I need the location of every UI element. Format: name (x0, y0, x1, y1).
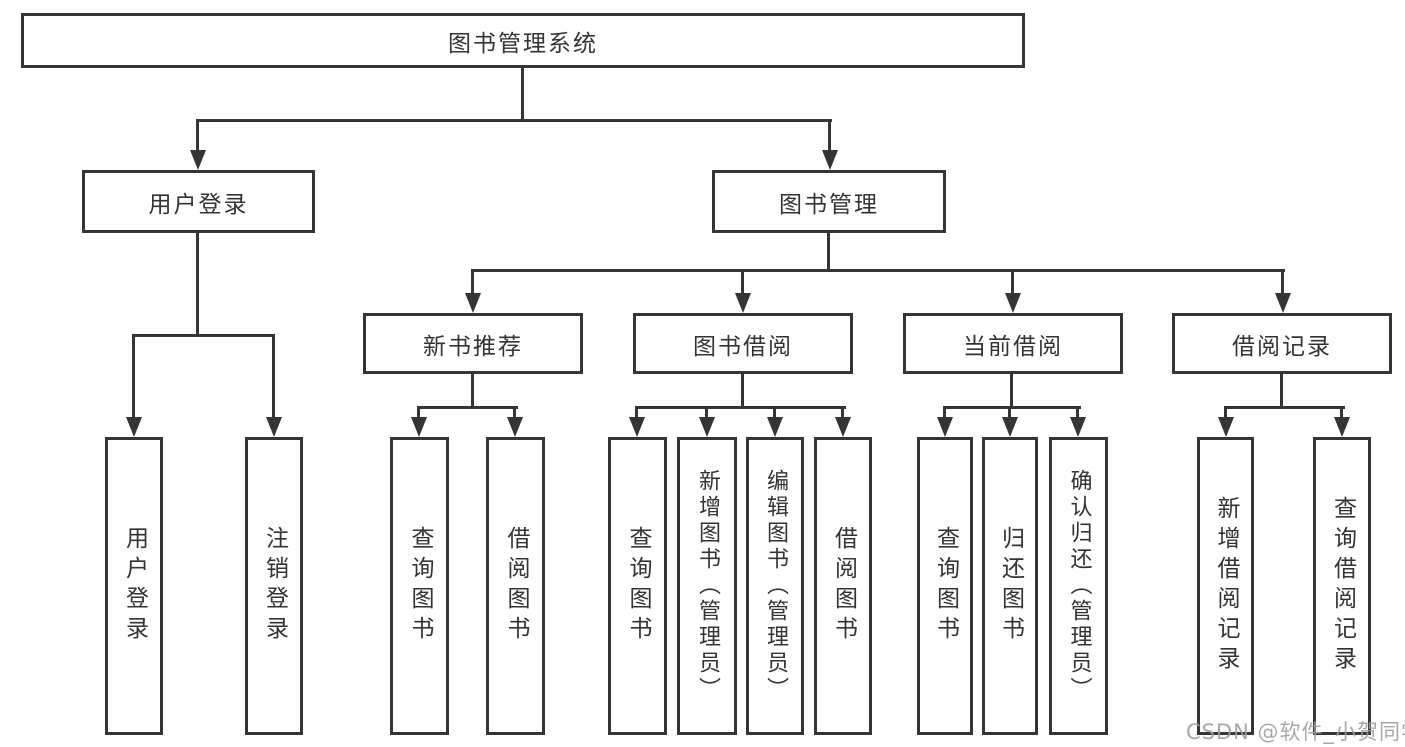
leaf-record-add: 新增借阅记录 (1197, 437, 1254, 735)
connector-hline (417, 406, 518, 409)
node-root-label: 图书管理系统 (448, 30, 598, 57)
leaf-logout-label: 注销登录 (261, 526, 288, 646)
connector-vline (828, 119, 831, 152)
connector-vline (132, 334, 135, 418)
connector-vline (741, 374, 744, 408)
connector-vline (1280, 374, 1283, 408)
node-user-login-branch-label: 用户登录 (148, 191, 249, 218)
connector-vline (1011, 269, 1014, 294)
connector-vline (635, 406, 638, 418)
node-current-borrow-label: 当前借阅 (963, 333, 1063, 360)
connector-vline (196, 233, 199, 336)
leaf-newbook-query-book: 查询图书 (390, 437, 449, 735)
leaf-current-confirm-return-admin: 确认归还（管理员） (1049, 437, 1108, 735)
connector-vline (471, 269, 474, 294)
connector-vline (827, 233, 830, 271)
leaf-current-query-book: 查询图书 (917, 437, 973, 735)
leaf-current-confirm-return-admin-label: 确认归还（管理员） (1066, 469, 1092, 703)
arrow-down-icon (699, 417, 715, 437)
node-root: 图书管理系统 (21, 13, 1025, 68)
arrow-down-icon (735, 293, 751, 313)
connector-vline (943, 406, 946, 418)
arrow-down-icon (190, 150, 206, 170)
node-current-borrow: 当前借阅 (903, 313, 1123, 374)
connector-vline (272, 334, 275, 418)
connector-vline (1076, 406, 1079, 418)
node-book-borrow-label: 图书借阅 (693, 333, 793, 360)
connector-vline (773, 406, 776, 418)
leaf-newbook-borrow-book: 借阅图书 (486, 437, 545, 735)
node-new-book-recommend-label: 新书推荐 (423, 333, 523, 360)
arrow-down-icon (1002, 417, 1018, 437)
watermark: CSDN @软件_小贺同学 (1186, 720, 1405, 744)
arrow-down-icon (835, 417, 851, 437)
leaf-borrow-query-book-label: 查询图书 (625, 526, 651, 646)
connector-hline (635, 406, 846, 409)
leaf-borrow-add-book-admin-label: 新增图书（管理员） (695, 469, 720, 703)
connector-hline (1224, 406, 1345, 409)
arrow-down-icon (767, 417, 783, 437)
arrow-down-icon (126, 417, 142, 437)
arrow-down-icon (1218, 417, 1234, 437)
arrow-down-icon (1334, 417, 1350, 437)
leaf-borrow-query-book: 查询图书 (608, 437, 667, 735)
arrow-down-icon (937, 417, 953, 437)
connector-vline (841, 406, 844, 418)
connector-hline (471, 269, 1285, 272)
connector-vline (1010, 374, 1013, 408)
connector-hline (943, 406, 1081, 409)
arrow-down-icon (465, 293, 481, 313)
node-borrow-records: 借阅记录 (1172, 313, 1392, 374)
connector-hline (196, 119, 832, 122)
leaf-newbook-query-book-label: 查询图书 (407, 526, 433, 646)
connector-vline (705, 406, 708, 418)
leaf-logout: 注销登录 (245, 437, 303, 735)
arrow-down-icon (266, 417, 282, 437)
connector-vline (1281, 269, 1284, 294)
leaf-user-login: 用户登录 (105, 437, 163, 735)
connector-vline (521, 68, 524, 121)
leaf-current-return-book: 归还图书 (982, 437, 1038, 735)
connector-vline (417, 406, 420, 418)
leaf-current-return-book-label: 归还图书 (997, 526, 1024, 646)
leaf-borrow-edit-book-admin-label: 编辑图书（管理员） (763, 469, 788, 703)
connector-vline (741, 269, 744, 294)
leaf-borrow-add-book-admin: 新增图书（管理员） (677, 437, 737, 735)
node-new-book-recommend: 新书推荐 (363, 313, 583, 374)
node-book-management-branch: 图书管理 (712, 170, 946, 233)
leaf-record-query: 查询借阅记录 (1313, 437, 1371, 735)
node-borrow-records-label: 借阅记录 (1232, 333, 1332, 360)
leaf-newbook-borrow-book-label: 借阅图书 (503, 526, 529, 646)
arrow-down-icon (411, 417, 427, 437)
leaf-user-login-label: 用户登录 (121, 526, 148, 646)
leaf-current-query-book-label: 查询图书 (932, 526, 959, 646)
leaf-record-add-label: 新增借阅记录 (1213, 496, 1239, 676)
arrow-down-icon (1070, 417, 1086, 437)
arrow-down-icon (629, 417, 645, 437)
node-book-borrow: 图书借阅 (633, 313, 853, 374)
node-book-management-branch-label: 图书管理 (779, 191, 879, 218)
connector-vline (196, 119, 199, 152)
leaf-record-query-label: 查询借阅记录 (1329, 496, 1356, 676)
arrow-down-icon (1005, 293, 1021, 313)
arrow-down-icon (822, 150, 838, 170)
connector-vline (471, 374, 474, 408)
connector-vline (513, 406, 516, 418)
leaf-borrow-borrow-book-label: 借阅图书 (830, 526, 857, 646)
connector-vline (1008, 406, 1011, 418)
connector-vline (1224, 406, 1227, 418)
arrow-down-icon (1275, 293, 1291, 313)
connector-hline (132, 334, 275, 337)
arrow-down-icon (507, 417, 523, 437)
leaf-borrow-borrow-book: 借阅图书 (814, 437, 872, 735)
connector-vline (1340, 406, 1343, 418)
node-user-login-branch: 用户登录 (82, 170, 315, 233)
leaf-borrow-edit-book-admin: 编辑图书（管理员） (746, 437, 804, 735)
